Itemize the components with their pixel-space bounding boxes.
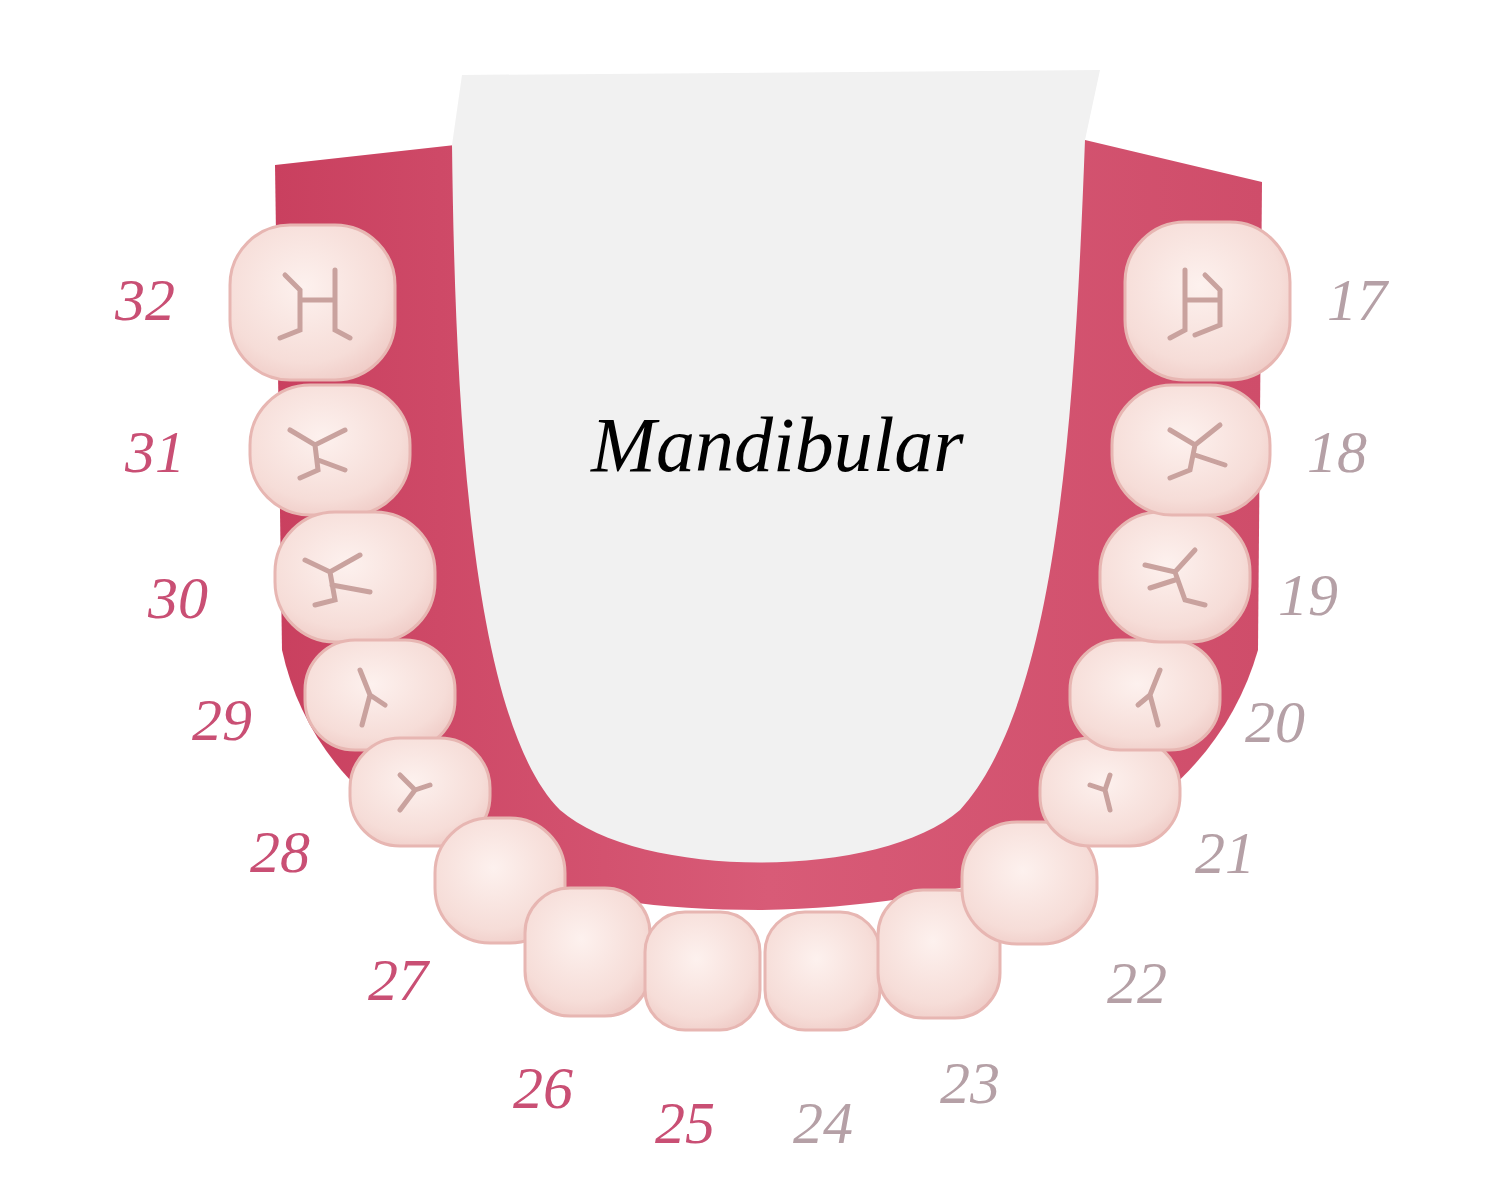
tooth-number: 22	[1107, 953, 1167, 1013]
region-label: Mandibular	[591, 400, 964, 490]
tooth-number: 20	[1245, 692, 1305, 752]
tooth-number: 28	[250, 822, 310, 882]
tooth-number: 32	[115, 270, 175, 330]
tongue-region: Mandibular	[452, 70, 1102, 880]
tooth-number: 19	[1278, 565, 1338, 625]
tooth-number: 24	[793, 1093, 853, 1153]
tooth-number: 17	[1327, 270, 1387, 330]
tooth-number: 29	[192, 690, 252, 750]
tooth-number: 31	[125, 422, 185, 482]
tooth-number: 30	[148, 568, 208, 628]
tooth-number: 21	[1195, 823, 1255, 883]
tooth-number: 27	[368, 950, 428, 1010]
tooth-number: 26	[513, 1058, 573, 1118]
tooth-number: 23	[940, 1053, 1000, 1113]
tooth-number: 18	[1307, 422, 1367, 482]
tooth-number: 25	[655, 1093, 715, 1153]
